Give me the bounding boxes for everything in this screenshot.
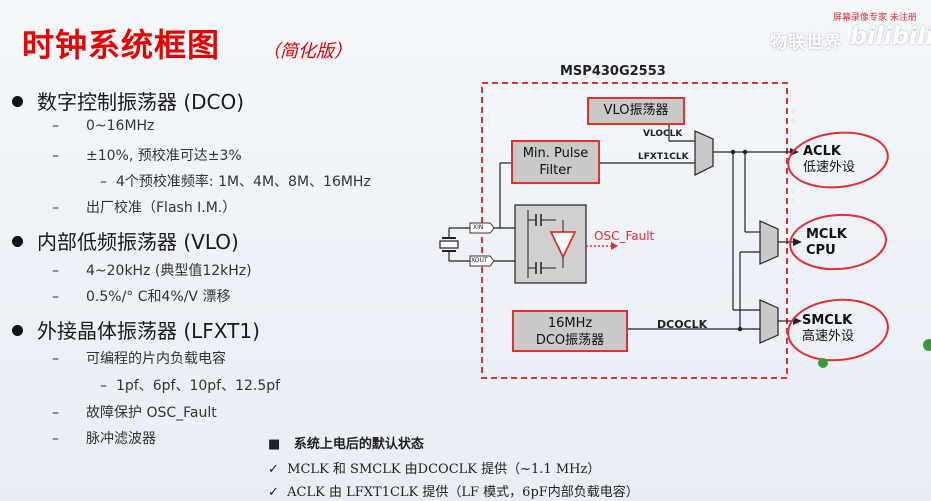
dco-oscillator-box: 16MHz DCO振荡器 <box>512 310 628 352</box>
vlo-heading: 内部低频振荡器 (VLO) <box>12 226 239 255</box>
dco-heading: 数字控制振荡器 (DCO) <box>12 86 244 115</box>
lfxt1-item-fault-text: 故障保护 OSC_Fault <box>86 405 217 421</box>
xout-label: XOUT <box>471 257 488 264</box>
smclk-output: SMCLK 高速外设 <box>802 313 854 345</box>
channel-watermark: 物联世界 <box>770 33 842 53</box>
aclk-mux <box>694 130 714 176</box>
mclk-highlight-circle <box>789 213 887 271</box>
slide-subtitle: （简化版） <box>262 41 352 62</box>
smclk-mux <box>759 299 779 344</box>
vloclk-label: VLOCLK <box>643 129 683 139</box>
xin-label: XIN <box>473 224 484 231</box>
chip-name: MSP430G2553 <box>560 64 666 79</box>
xout-pin <box>469 255 495 267</box>
bullet-icon <box>12 236 23 247</box>
filter-line1: Min. Pulse <box>522 146 589 161</box>
dco-item-range-text: 0~16MHz <box>86 118 155 134</box>
lfxt1-item-capacitance-text: 可编程的片内负载电容 <box>86 351 226 367</box>
square-bullet-icon: ■ <box>268 437 281 452</box>
vlo-item-drift-text: 0.5%/° C和4%/V 漂移 <box>86 289 231 305</box>
vlo-heading-text: 内部低频振荡器 (VLO) <box>37 230 239 254</box>
filter-line2: Filter <box>539 163 572 178</box>
dco-subitem-freqs: –4个预校准频率: 1M、4M、8M、16MHz <box>100 174 371 190</box>
lfxt1-subitem-values-text: 1pf、6pf、10pf、12.5pf <box>116 378 281 394</box>
side-handle-icon <box>923 339 931 351</box>
aclk-description: 低速外设 <box>803 160 856 175</box>
crystal-icon <box>439 227 470 262</box>
dco-line1: 16MHz <box>547 316 593 331</box>
aclk-name: ACLK <box>803 144 841 159</box>
lfxt1-item-filter: –脉冲滤波器 <box>52 431 156 447</box>
lfxt1clk-label: LFXT1CLK <box>638 152 689 162</box>
osc-fault-arrow-icon <box>611 242 618 250</box>
bullet-icon <box>12 325 23 336</box>
xin-pin <box>469 222 495 234</box>
lfxt1-heading: 外接晶体振荡器 (LFXT1) <box>12 315 260 344</box>
vlo-item-drift: –0.5%/° C和4%/V 漂移 <box>52 289 231 305</box>
cursor-dot-icon <box>818 358 828 368</box>
dco-item-calibration-text: 出厂校准（Flash I.M.） <box>86 200 237 216</box>
dco-subitem-freqs-text: 4个预校准频率: 1M、4M、8M、16MHz <box>116 174 371 190</box>
smclk-description: 高速外设 <box>802 329 855 344</box>
mclk-output: MCLK CPU <box>806 227 847 259</box>
notes-heading: ■ 系统上电后的默认状态 <box>268 433 424 452</box>
notes-heading-text: 系统上电后的默认状态 <box>293 437 424 452</box>
slide-title: 时钟系统框图 <box>22 26 221 64</box>
min-pulse-filter-box: Min. Pulse Filter <box>511 140 600 184</box>
osc-fault-label: OSC_Fault <box>594 229 655 243</box>
smclk-name: SMCLK <box>802 313 853 328</box>
bullet-icon <box>12 96 23 107</box>
dco-heading-text: 数字控制振荡器 (DCO) <box>37 90 245 114</box>
aclk-output: ACLK 低速外设 <box>803 144 855 176</box>
dcoclk-label: DCOCLK <box>657 318 708 331</box>
lfxt1-oscillator-core <box>514 204 587 284</box>
capacitor-icon <box>527 210 556 278</box>
mclk-arrow-icon <box>793 238 802 246</box>
dco-item-range: –0~16MHz <box>52 118 155 134</box>
smclk-highlight-circle <box>787 298 889 362</box>
recorder-watermark: 屏幕录像专家 未注册 <box>833 13 917 23</box>
notes-line-1: ✓ MCLK 和 SMCLK 由DCOCLK 提供（~1.1 MHz） <box>268 458 600 477</box>
check-icon: ✓ <box>268 485 279 500</box>
lfxt1-item-filter-text: 脉冲滤波器 <box>86 431 156 447</box>
notes-line-1-text: MCLK 和 SMCLK 由DCOCLK 提供（~1.1 MHz） <box>287 462 601 477</box>
lfxt1-heading-text: 外接晶体振荡器 (LFXT1) <box>37 319 260 343</box>
dco-item-accuracy: –±10%, 预校准可达±3% <box>52 148 242 164</box>
dco-item-accuracy-text: ±10%, 预校准可达±3% <box>86 148 242 164</box>
site-watermark: bilibili <box>850 22 931 50</box>
mclk-mux <box>759 220 779 265</box>
vlo-oscillator-box: VLO振荡器 <box>587 97 685 125</box>
vlo-item-range-text: 4~20kHz (典型值12kHz) <box>86 263 252 279</box>
lfxt1-item-fault: –故障保护 OSC_Fault <box>52 405 217 421</box>
mclk-name: MCLK <box>806 227 847 242</box>
notes-line-2-text: ACLK 由 LFXT1CLK 提供（LF 模式，6pF内部负载电容） <box>287 485 639 500</box>
aclk-highlight-circle <box>787 131 889 189</box>
check-icon: ✓ <box>268 462 279 477</box>
notes-line-2: ✓ ACLK 由 LFXT1CLK 提供（LF 模式，6pF内部负载电容） <box>268 481 639 500</box>
dco-item-calibration: –出厂校准（Flash I.M.） <box>52 200 237 216</box>
dco-line2: DCO振荡器 <box>535 333 605 348</box>
vlo-item-range: –4~20kHz (典型值12kHz) <box>52 263 252 279</box>
lfxt1-item-capacitance: –可编程的片内负载电容 <box>52 351 226 367</box>
lfxt1-subitem-values: –1pf、6pf、10pf、12.5pf <box>100 378 281 394</box>
mclk-description: CPU <box>806 243 836 258</box>
smclk-arrow-icon <box>793 317 802 325</box>
